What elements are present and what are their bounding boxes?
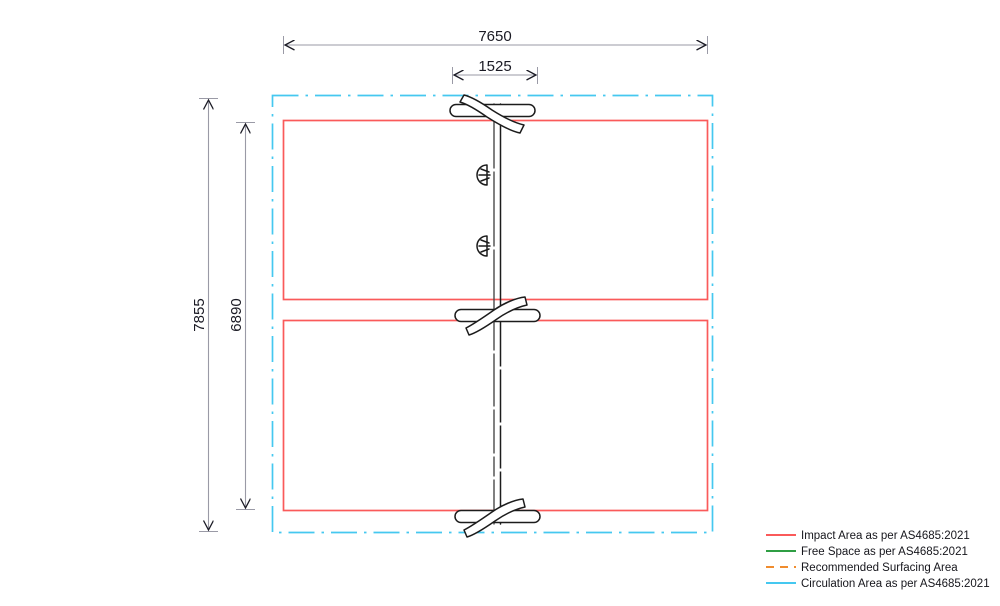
legend-item-impact-area: Impact Area as per AS4685:2021: [766, 530, 970, 542]
equipment-fan-detail-upper: [476, 164, 491, 186]
legend-item-circulation-area: Circulation Area as per AS4685:2021: [766, 578, 990, 590]
dimension-overall-height: 7855: [191, 98, 218, 532]
legend-item-free-space: Free Space as per AS4685:2021: [766, 546, 968, 558]
dimension-label-overall-height: 7855: [191, 298, 208, 331]
dimension-impact-height: 6890: [228, 122, 255, 510]
circulation-area-boundary: [271, 94, 714, 534]
legend-label-free-space: Free Space as per AS4685:2021: [801, 546, 968, 558]
impact-area-upper: [282, 119, 709, 301]
dimension-label-overall-width: 7650: [478, 28, 511, 45]
dimension-label-impact-height: 6890: [228, 298, 245, 331]
equipment-crossarm-middle: [454, 296, 541, 336]
impact-area-lower: [282, 319, 709, 512]
dimension-label-equipment-width: 1525: [478, 58, 511, 75]
play-equipment: [449, 94, 541, 538]
dimension-overall-width: 7650: [283, 28, 708, 54]
equipment-crossarm-bottom: [454, 498, 541, 538]
equipment-crossarm-top: [449, 94, 536, 134]
legend-label-recommended-surfacing: Recommended Surfacing Area: [801, 562, 958, 574]
dimension-equipment-width: 1525: [452, 58, 538, 84]
legend-item-recommended-surfacing: Recommended Surfacing Area: [766, 562, 958, 574]
equipment-fan-detail-lower: [476, 235, 491, 257]
legend: Impact Area as per AS4685:2021 Free Spac…: [766, 530, 990, 590]
legend-label-circulation-area: Circulation Area as per AS4685:2021: [801, 578, 990, 590]
legend-label-impact-area: Impact Area as per AS4685:2021: [801, 530, 970, 542]
